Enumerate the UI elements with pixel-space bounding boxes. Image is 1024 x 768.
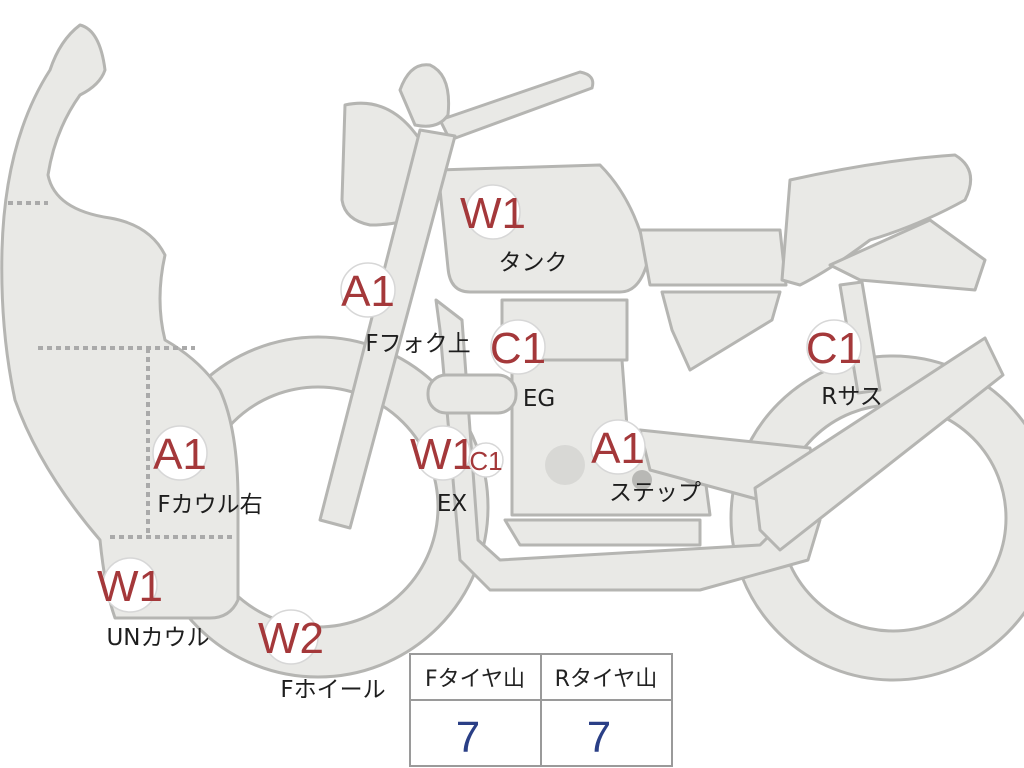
swing-arm [753, 336, 1005, 552]
label-front-fork-upper: Fフォク上 [365, 331, 470, 357]
marker-exhaust: W1 EX [410, 425, 476, 517]
marker-front-wheel: W2 Fホイール [258, 609, 386, 703]
grade-front-fork-upper: A1 [341, 267, 395, 316]
marker-front-fork-upper: A1 Fフォク上 [340, 262, 471, 357]
frame [434, 298, 822, 592]
handlebar [438, 70, 595, 142]
grade-front-wheel: W2 [258, 614, 324, 663]
grade-under-cowl: W1 [97, 562, 163, 611]
front-cowl [0, 23, 240, 620]
grade-tank: W1 [460, 189, 526, 238]
side-panel [660, 290, 782, 372]
grade-engine: C1 [490, 324, 546, 373]
marker-exhaust-sub: C1 [468, 442, 504, 478]
front-tire-header: Fタイヤ山 [425, 667, 525, 692]
seat [638, 228, 788, 287]
grade-exhaust-sub: C1 [469, 446, 502, 476]
label-front-wheel: Fホイール [280, 677, 385, 703]
grade-front-cowl-right: A1 [153, 430, 207, 479]
grade-step: A1 [591, 424, 645, 473]
label-tank: タンク [499, 250, 568, 276]
label-exhaust: EX [437, 491, 468, 517]
front-tire-value: 7 [456, 713, 480, 762]
marker-under-cowl: W1 UNカウル [97, 557, 210, 651]
label-under-cowl: UNカウル [106, 625, 209, 651]
marker-engine: C1 EG [490, 319, 555, 412]
label-rear-suspension: Rサス [821, 384, 883, 410]
label-step: ステップ [609, 480, 701, 506]
rear-tire-value: 7 [587, 713, 611, 762]
grade-exhaust: W1 [410, 430, 476, 479]
marker-step: A1 ステップ [590, 419, 701, 506]
marker-tank: W1 タンク [460, 184, 568, 276]
front-fork [318, 128, 457, 530]
label-front-cowl-right: Fカウル右 [157, 492, 262, 518]
marker-rear-suspension: C1 Rサス [806, 319, 883, 410]
marker-front-cowl-right: A1 Fカウル右 [152, 425, 263, 518]
mirror [398, 63, 451, 128]
lower-frame [503, 518, 702, 547]
grade-rear-suspension: C1 [806, 324, 862, 373]
tail-cowl [828, 218, 987, 292]
label-engine: EG [523, 386, 555, 412]
rear-tire-header: Rタイヤ山 [555, 667, 658, 692]
tire-tread-table: Fタイヤ山 Rタイヤ山 7 7 [409, 653, 673, 767]
